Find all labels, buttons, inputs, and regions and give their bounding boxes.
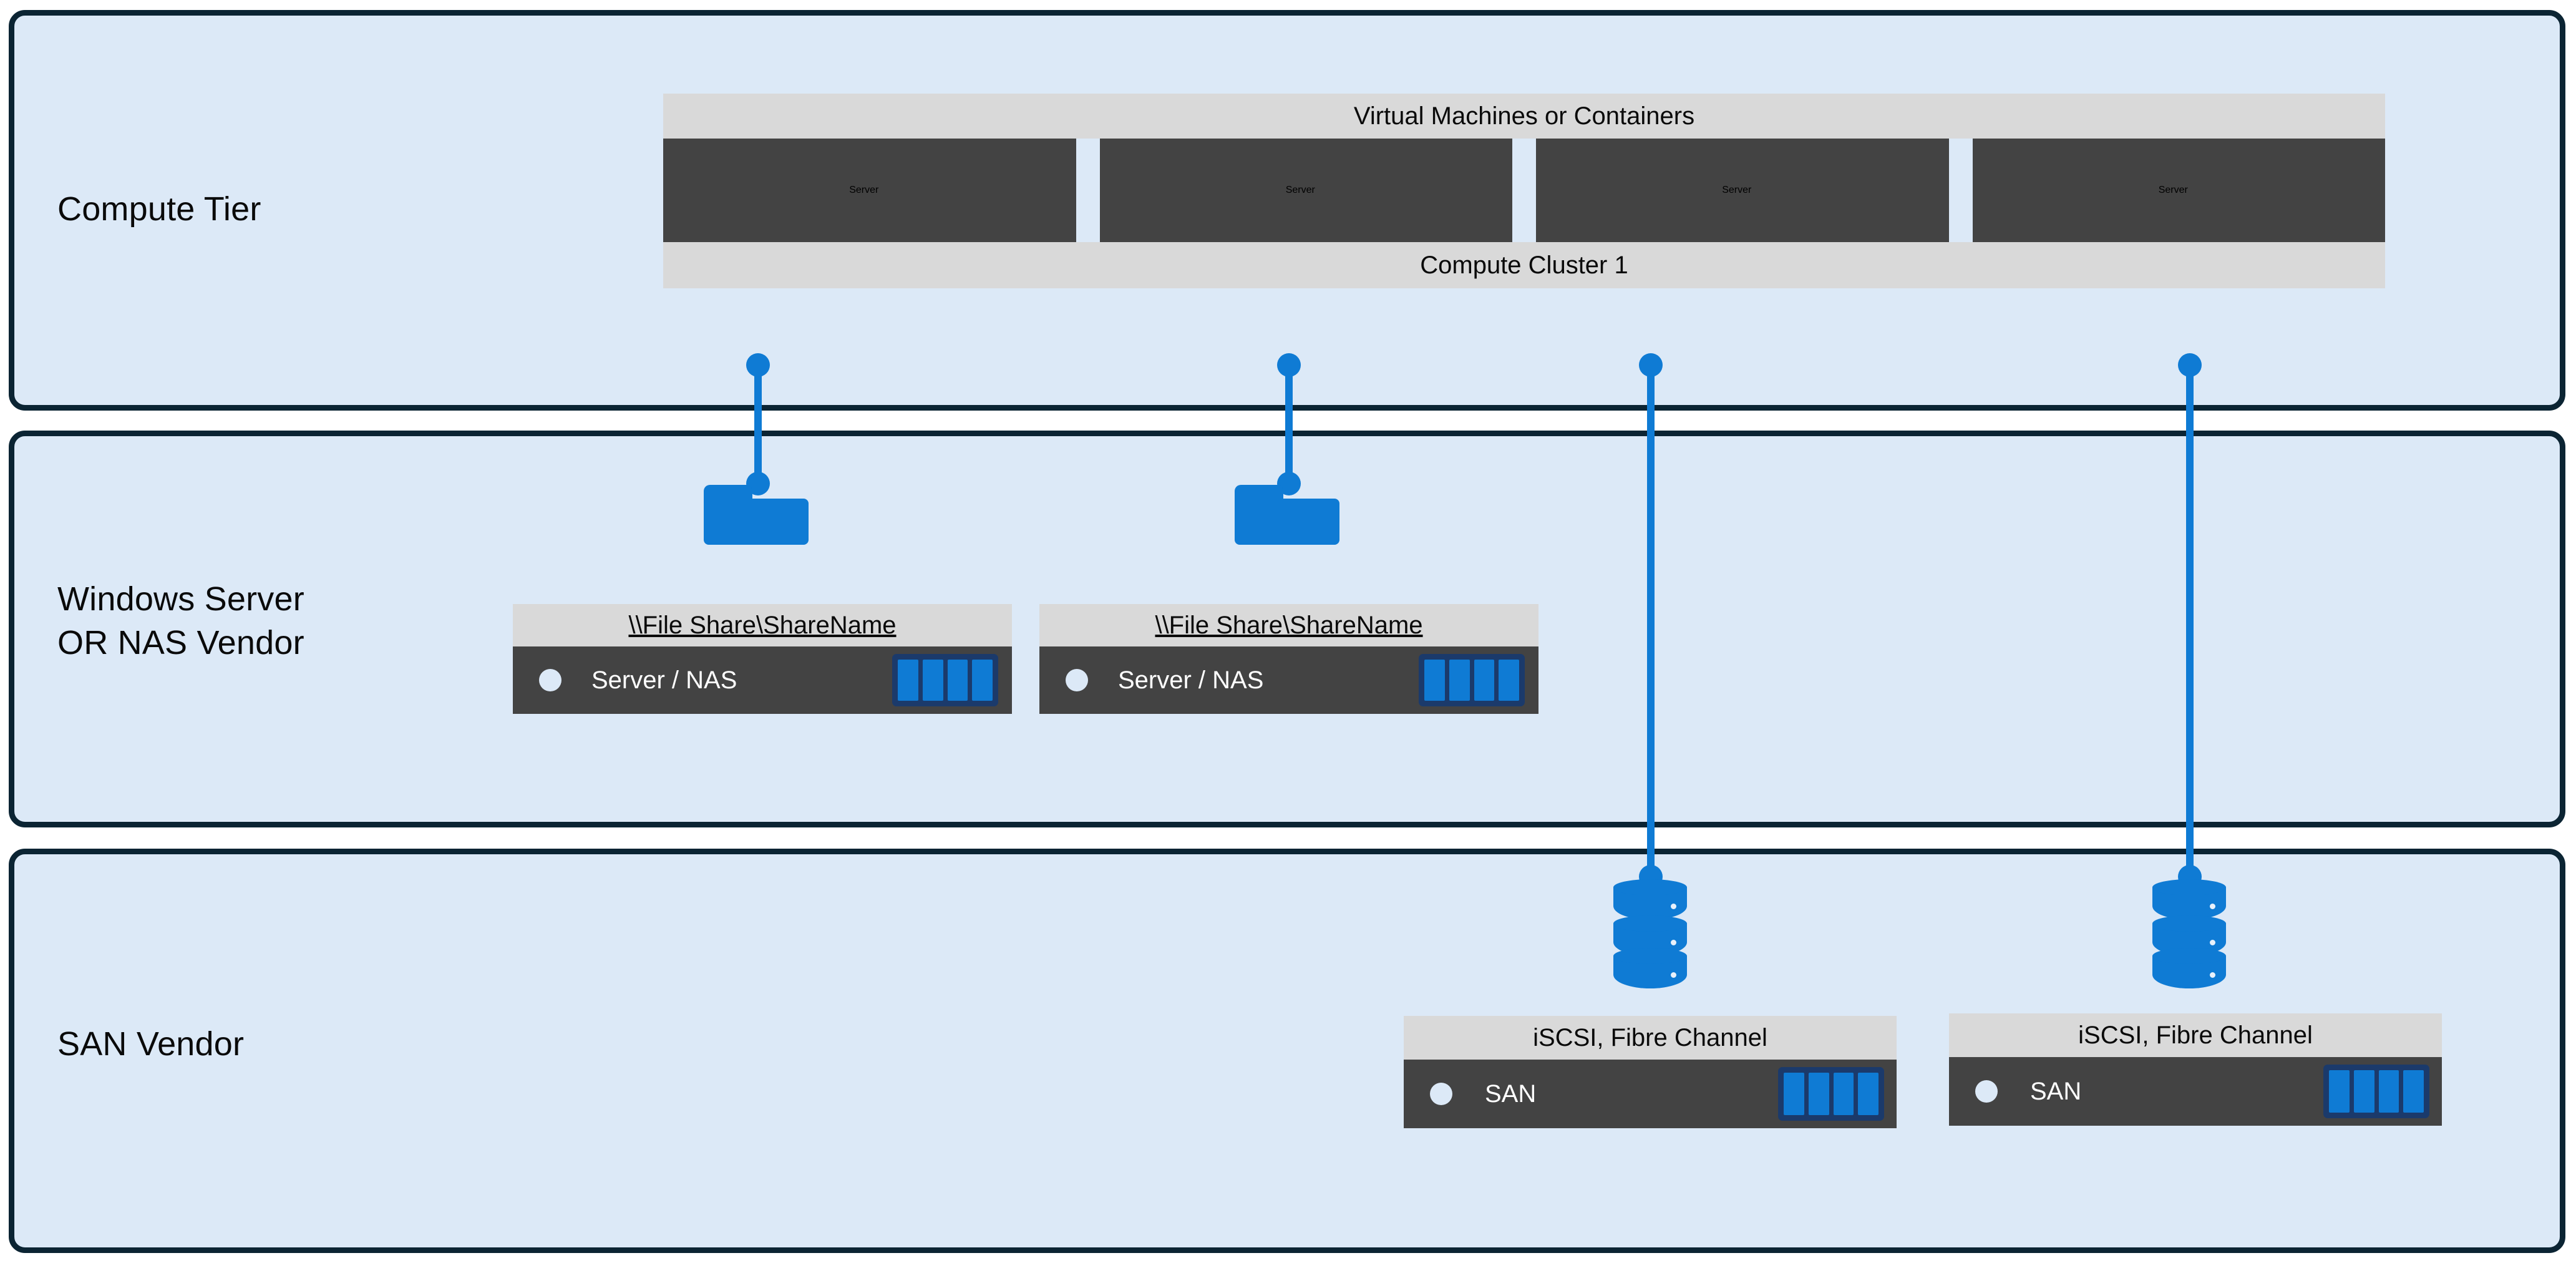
nas-unit-2[interactable]: \\File Share\ShareName Server / NAS xyxy=(1039,604,1538,714)
file-share-path-label: \\File Share\ShareName xyxy=(1155,611,1423,639)
san-device[interactable]: SAN xyxy=(1404,1060,1897,1128)
server-node-label: Server xyxy=(1722,185,1752,195)
san-protocol-label: iSCSI, Fibre Channel xyxy=(2078,1021,2313,1049)
server-node-4[interactable]: Server xyxy=(1972,139,2385,242)
virtual-machines-band-label: Virtual Machines or Containers xyxy=(1353,102,1695,130)
server-node-1[interactable]: Server xyxy=(663,139,1076,242)
compute-cluster-group: Virtual Machines or Containers Server Se… xyxy=(663,94,2385,288)
status-led-icon xyxy=(1430,1083,1452,1105)
san-unit-1[interactable]: iSCSI, Fibre Channel SAN xyxy=(1404,1016,1897,1128)
san-protocol-label: iSCSI, Fibre Channel xyxy=(1533,1023,1767,1051)
san-protocol-band: iSCSI, Fibre Channel xyxy=(1949,1013,2442,1057)
connector-server1-to-nas1 xyxy=(746,353,770,495)
folder-icon xyxy=(704,485,809,545)
san-unit-2[interactable]: iSCSI, Fibre Channel SAN xyxy=(1949,1013,2442,1126)
disk-array-icon xyxy=(1419,654,1525,706)
nas-device[interactable]: Server / NAS xyxy=(513,646,1012,714)
san-protocol-band: iSCSI, Fibre Channel xyxy=(1404,1016,1897,1060)
san-device-label: SAN xyxy=(1485,1080,1537,1108)
server-node-label: Server xyxy=(2158,185,2188,195)
folder-icon xyxy=(1235,485,1339,545)
nas-device-label: Server / NAS xyxy=(591,666,737,694)
status-led-icon xyxy=(1066,669,1088,691)
database-cylinder-icon xyxy=(2152,879,2226,988)
nas-unit-1[interactable]: \\File Share\ShareName Server / NAS xyxy=(513,604,1012,714)
disk-array-icon xyxy=(1778,1067,1884,1121)
disk-array-icon xyxy=(892,654,998,706)
nas-device[interactable]: Server / NAS xyxy=(1039,646,1538,714)
server-node-3[interactable]: Server xyxy=(1536,139,1949,242)
connector-server2-to-nas2 xyxy=(1277,353,1301,495)
server-row: Server Server Server Server xyxy=(663,139,2385,242)
tier-label-nas: Windows Server OR NAS Vendor xyxy=(57,580,304,662)
database-cylinder-icon xyxy=(1613,879,1687,988)
tier-label-san: SAN Vendor xyxy=(57,1025,245,1063)
virtual-machines-band: Virtual Machines or Containers xyxy=(663,94,2385,139)
status-led-icon xyxy=(539,669,561,691)
server-node-2[interactable]: Server xyxy=(1099,139,1512,242)
san-device[interactable]: SAN xyxy=(1949,1057,2442,1126)
file-share-band: \\File Share\ShareName xyxy=(513,604,1012,646)
file-share-band: \\File Share\ShareName xyxy=(1039,604,1538,646)
tier-label-compute: Compute Tier xyxy=(57,190,261,228)
disk-array-icon xyxy=(2323,1065,2429,1118)
server-node-label: Server xyxy=(1285,185,1315,195)
server-node-label: Server xyxy=(849,185,879,195)
status-led-icon xyxy=(1975,1080,1998,1103)
connector-server3-to-san1 xyxy=(1639,353,1663,889)
connector-server4-to-san2 xyxy=(2178,353,2202,889)
file-share-path-label: \\File Share\ShareName xyxy=(628,611,897,639)
compute-cluster-band: Compute Cluster 1 xyxy=(663,242,2385,288)
nas-device-label: Server / NAS xyxy=(1118,666,1264,694)
san-device-label: SAN xyxy=(2030,1077,2082,1105)
compute-cluster-band-label: Compute Cluster 1 xyxy=(1420,251,1628,279)
